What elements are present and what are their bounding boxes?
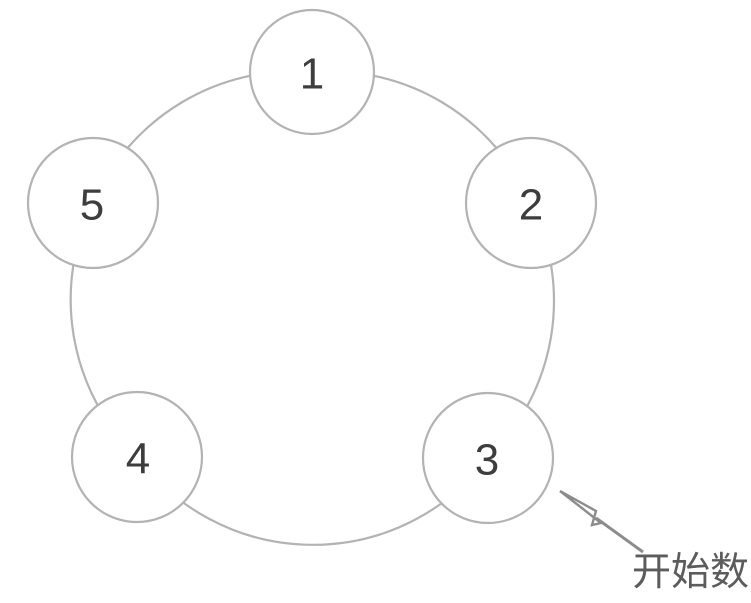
annotation-label: 开始数 xyxy=(632,550,750,595)
node-2-label: 2 xyxy=(519,181,543,230)
node-4-circle[interactable] xyxy=(70,390,204,524)
node-4[interactable]: 4 xyxy=(70,390,204,524)
node-5-circle[interactable] xyxy=(26,136,160,270)
node-1[interactable]: 1 xyxy=(248,8,376,136)
node-1-circle[interactable] xyxy=(248,8,376,136)
node-3[interactable]: 3 xyxy=(421,391,555,525)
node-2[interactable]: 2 xyxy=(464,136,598,270)
node-5[interactable]: 5 xyxy=(26,136,160,270)
node-group: 1 2 3 4 5 xyxy=(26,8,598,525)
arrow-head-icon xyxy=(559,489,604,527)
node-2-circle[interactable] xyxy=(464,136,598,270)
node-3-circle[interactable] xyxy=(421,391,555,525)
annotation-arrow xyxy=(559,489,644,554)
node-5-label: 5 xyxy=(80,181,104,230)
arrow-shaft-line xyxy=(595,516,644,554)
node-4-label: 4 xyxy=(126,435,150,484)
node-1-label: 1 xyxy=(300,50,324,99)
node-3-label: 3 xyxy=(475,436,499,485)
